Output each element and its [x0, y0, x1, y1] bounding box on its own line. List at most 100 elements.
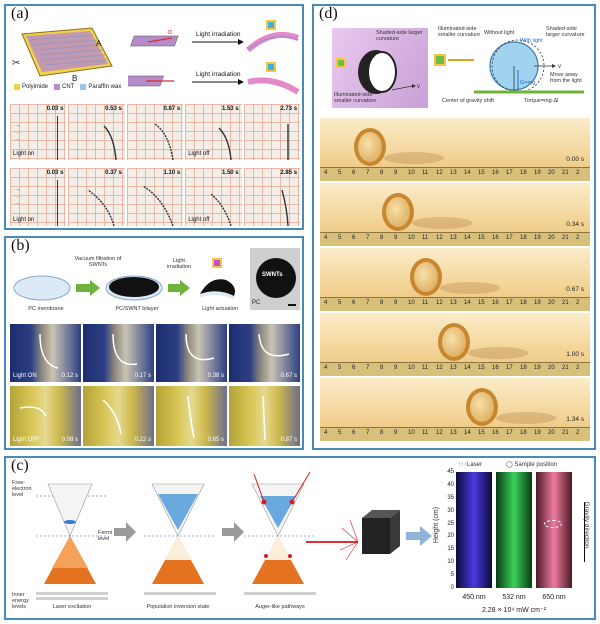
ruler-tick: 13 — [450, 235, 457, 241]
panel-a: (a) A B ✂ Polyimide CNT Paraffin wax A α… — [4, 4, 304, 230]
step-arrow-1: Vacuum filtration of SWNTs — [74, 256, 122, 268]
ruler-tick: 4 — [324, 430, 328, 436]
roll-cylinder — [382, 193, 414, 231]
a-frame: 2.85 s — [243, 168, 301, 226]
ruler-tick: 14 — [464, 430, 471, 436]
legend-paraffin: Paraffin wax — [88, 84, 122, 90]
roll-time: 0.00 s — [566, 156, 584, 163]
ruler-tick: 12 — [436, 170, 443, 176]
ruler-tick: 5 — [338, 170, 342, 176]
ruler-tick: 9 — [394, 365, 398, 371]
ruler-tick: 6 — [352, 430, 356, 436]
ruler-tick: 16 — [492, 235, 499, 241]
ruler-tick: 18 — [520, 365, 527, 371]
legend-laser: ↑↑↑Laser — [458, 462, 483, 468]
a-frame: 0.53 s — [68, 104, 125, 160]
a-time: 2.85 s — [280, 170, 298, 176]
ruler-tick: 2 — [576, 235, 580, 241]
ruler-tick: 11 — [422, 235, 429, 241]
wl-532: 532 nm — [502, 594, 526, 601]
panel-d-label: (d) — [317, 5, 340, 23]
d-label-gravity: G=mg — [520, 80, 536, 86]
ruler-tick: 10 — [408, 235, 415, 241]
y-tick-label: 15 — [447, 546, 454, 553]
b-frame: 0.17 s — [83, 324, 154, 382]
ruler-tick: 17 — [506, 365, 513, 371]
svg-text:✂: ✂ — [12, 58, 20, 69]
ruler-tick: 8 — [380, 235, 384, 241]
ruler-tick: 12 — [436, 430, 443, 436]
ruler-tick: 14 — [464, 170, 471, 176]
ruler-tick: 10 — [408, 365, 415, 371]
energy-cone-3 — [244, 471, 316, 595]
ruler-tick: 7 — [366, 365, 370, 371]
a-frame: 2.73 s — [243, 104, 301, 160]
ruler-tick: 16 — [492, 170, 499, 176]
b-frame: Light OFF 0.08 s — [10, 386, 81, 446]
ruler-tick: 5 — [338, 430, 342, 436]
step-bilayer: PC/SWNT bilayer — [115, 306, 159, 312]
ruler-tick: 4 — [324, 170, 328, 176]
ruler-tick: 12 — [436, 235, 443, 241]
a-light-on: Light on — [13, 151, 35, 157]
b-light-off: Light OFF — [13, 437, 40, 443]
ruler-tick: 18 — [520, 300, 527, 306]
ruler-tick: 17 — [506, 170, 513, 176]
ruler-tick: 13 — [450, 170, 457, 176]
b-frame: 0.67 s — [229, 324, 300, 382]
wl-450: 450 nm — [462, 594, 486, 601]
ruler-tick: 7 — [366, 300, 370, 306]
svg-text:v: v — [417, 84, 420, 90]
film-schematic: A B ✂ — [12, 27, 113, 82]
ruler-tick: 4 — [324, 235, 328, 241]
y-tick-label: 10 — [447, 559, 454, 566]
c-free-electron: Free-electron level — [12, 480, 32, 498]
a-light-on: Light on — [13, 217, 35, 223]
d-label-without-light: Without light — [484, 30, 515, 36]
a-frame: →→→ 0.03 s Light on — [10, 168, 67, 226]
panel-d: (d) v Shaded-side larger curvature Illum… — [312, 4, 596, 450]
b-time: 0.67 s — [280, 373, 297, 379]
b-time: 0.17 s — [134, 373, 151, 379]
ruler-tick: 20 — [548, 430, 555, 436]
a-time: 0.53 s — [105, 106, 122, 112]
d-label-illuminated: Illuminated-side smaller curvature — [334, 92, 377, 104]
ruler-tick: 19 — [534, 365, 541, 371]
y-tick-label: 40 — [447, 481, 454, 488]
a-time: 0.03 s — [46, 106, 64, 112]
alpha-symbol: α — [168, 29, 172, 36]
panel-a-row-1: →→→ 0.03 s Light on 0.53 s 0.87 s 1.53 s… — [10, 104, 301, 160]
y-tick-label: 30 — [447, 507, 454, 514]
ruler-tick: 6 — [352, 365, 356, 371]
beam-450 — [456, 472, 492, 588]
ruler-tick: 11 — [422, 170, 429, 176]
ruler-tick: 7 — [366, 235, 370, 241]
laser-cube — [306, 510, 432, 561]
beam-650 — [536, 472, 572, 588]
b-frame: 0.65 s — [156, 386, 227, 446]
irradiation-a: Light irradiation — [196, 31, 241, 38]
panel-a-row-2: →→→ 0.03 s Light on 0.37 s 1.10 s 1.50 s… — [10, 168, 301, 226]
ruler-tick: 18 — [520, 430, 527, 436]
legend-a: Polyimide CNT Paraffin wax — [14, 84, 121, 90]
roll-cylinder — [466, 388, 498, 426]
svg-text:v: v — [558, 64, 561, 70]
d-label-torque: Torque=mg·Δl — [524, 98, 559, 104]
roll-cylinder — [438, 323, 470, 361]
a-time: 1.53 s — [221, 106, 239, 112]
roll-time: 0.67 s — [566, 286, 584, 293]
ruler-tick: 17 — [506, 235, 513, 241]
panel-c-label: (c) — [9, 457, 31, 475]
irradiation-b: Light irradiation — [196, 71, 241, 78]
a-frame: →→→ 0.03 s Light on — [10, 104, 67, 160]
ruler-tick: 11 — [422, 365, 429, 371]
ruler-tick: 10 — [408, 170, 415, 176]
ruler-tick: 13 — [450, 300, 457, 306]
ruler-tick: 16 — [492, 365, 499, 371]
